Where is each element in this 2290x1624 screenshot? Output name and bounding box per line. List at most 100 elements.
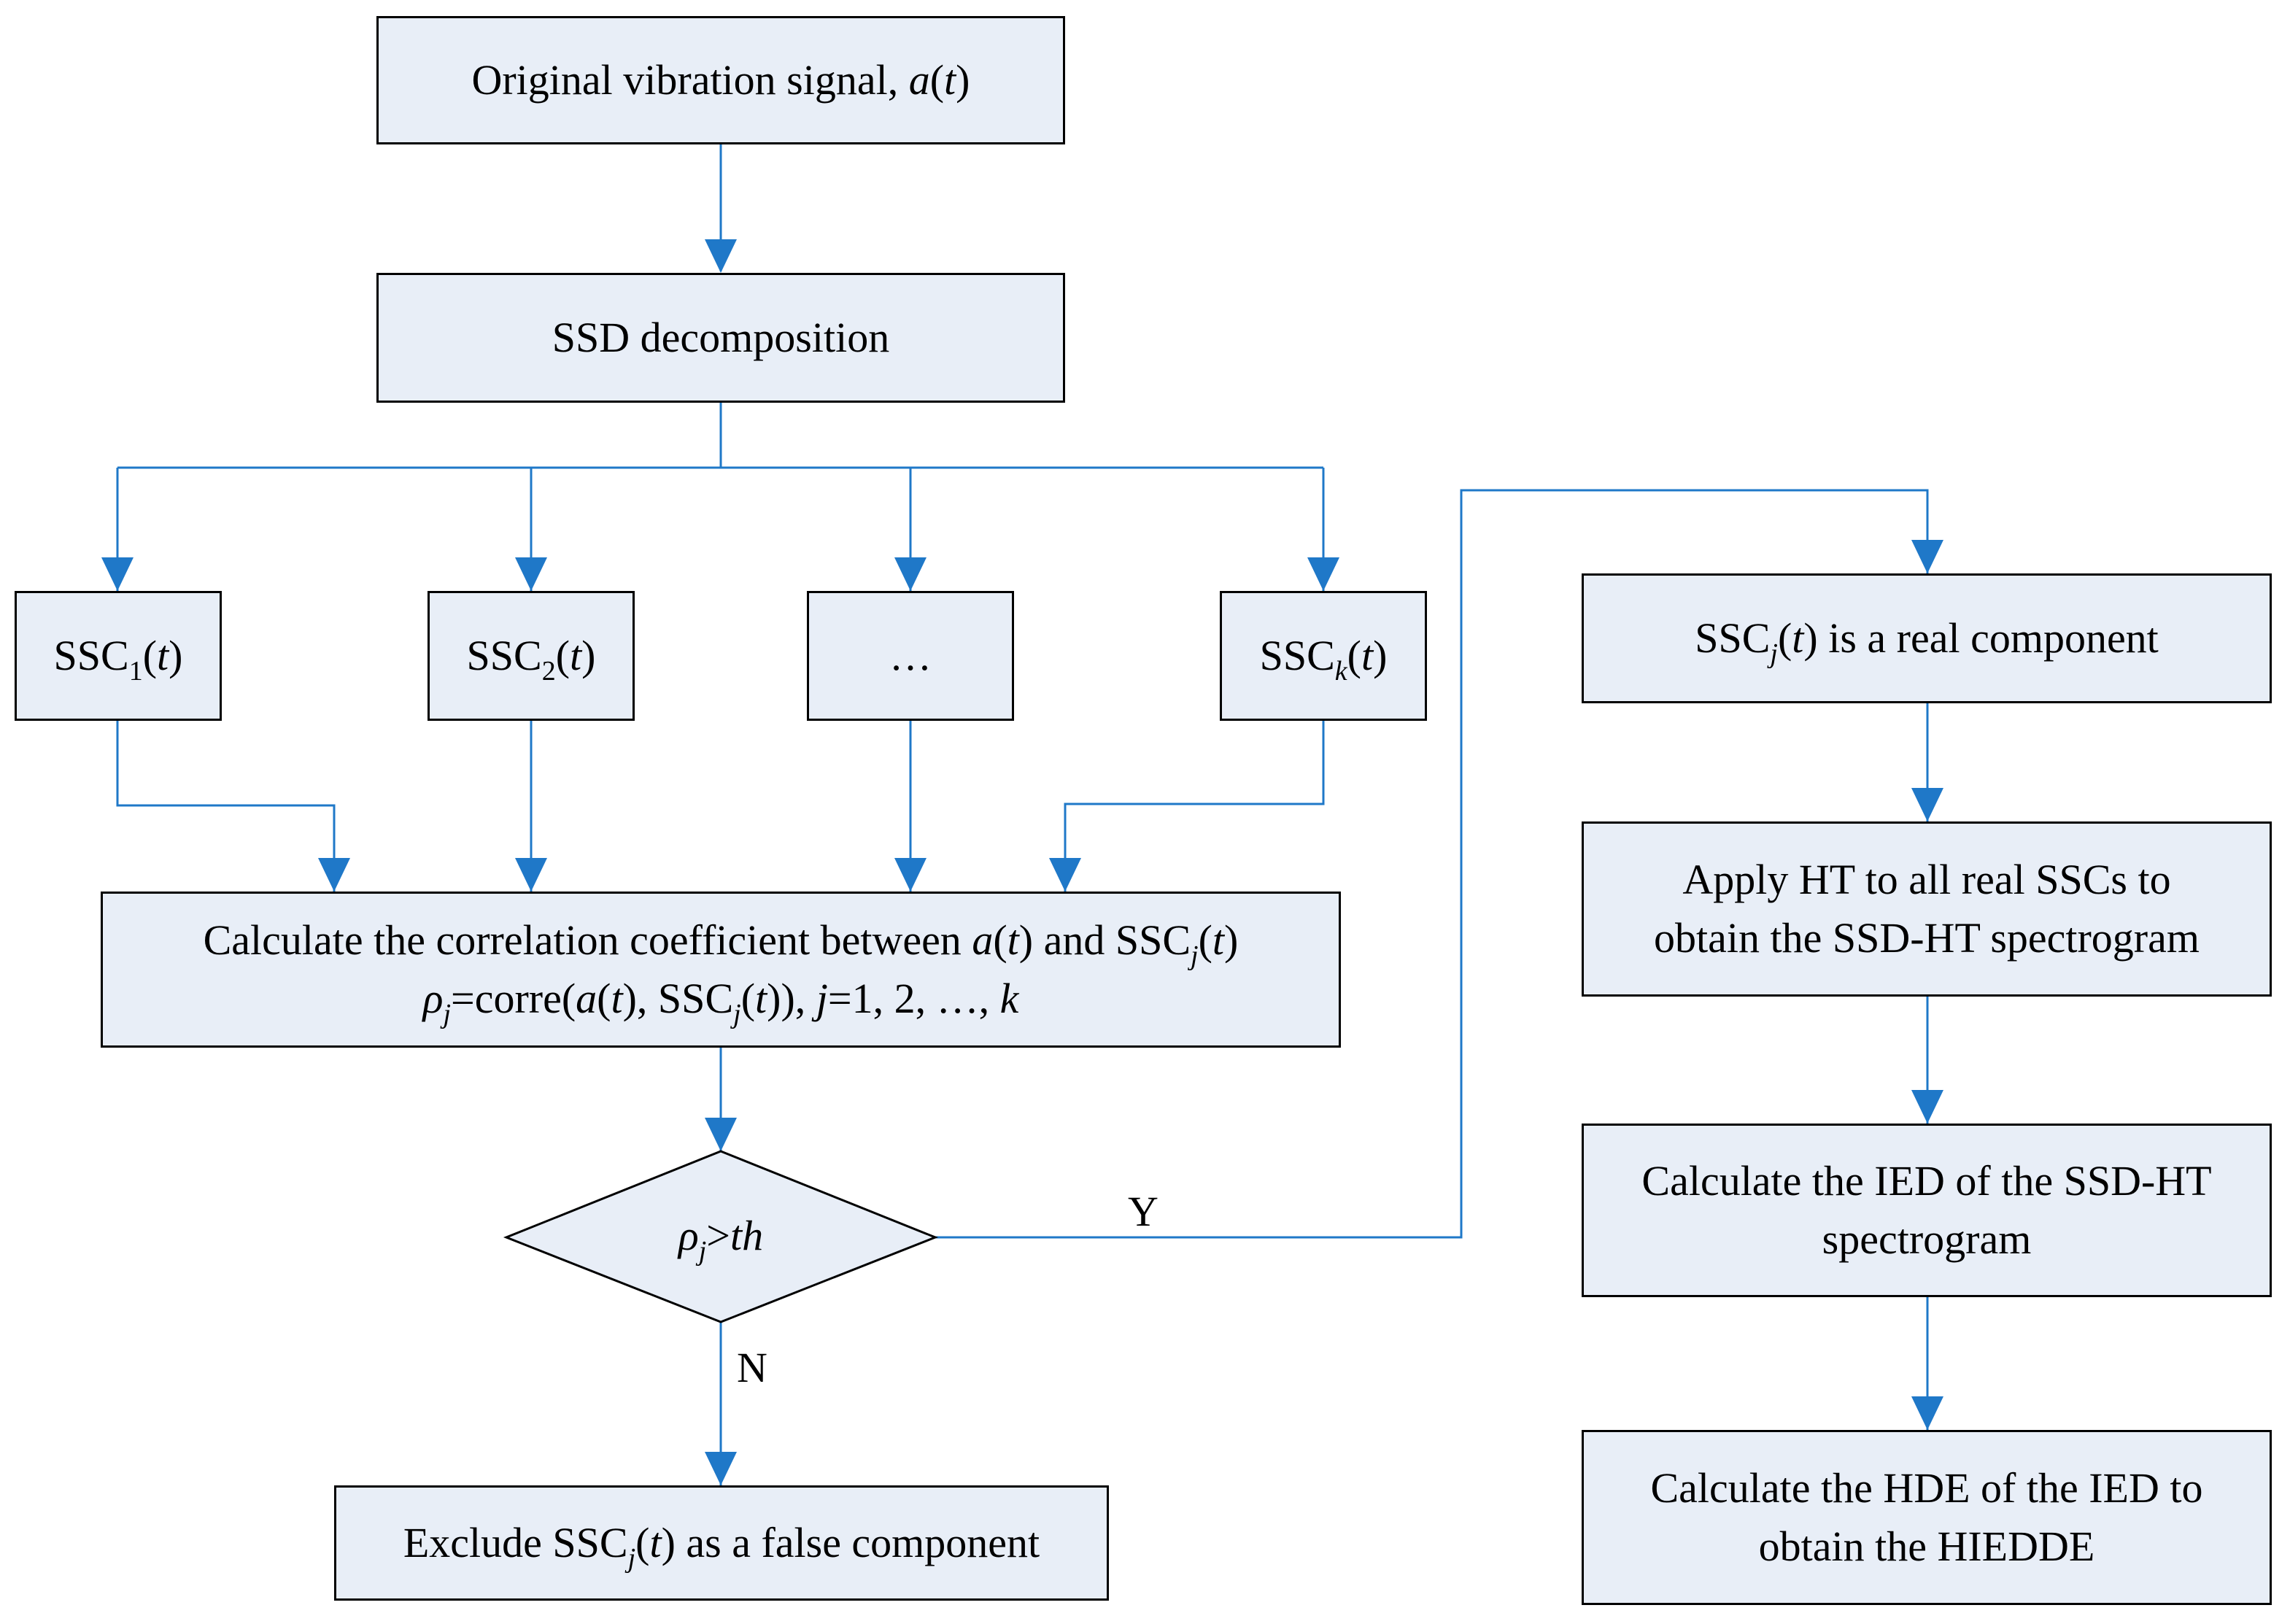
ssck-arg: t [1361, 632, 1374, 679]
ssc1-box: SSC1(t) [15, 591, 222, 721]
ssck-close: ) [1373, 632, 1388, 679]
correlation-line-2: ρj=corre(a(t), SSCj(t)), j=1, 2, …, k [204, 970, 1239, 1028]
calc-ied-box: Calculate the IED of the SSD-HT spectrog… [1582, 1124, 2272, 1297]
arrowhead-correlation-1 [318, 858, 350, 892]
ssck-name: SSC [1259, 632, 1335, 679]
ssc2-sub: 2 [541, 656, 556, 687]
correlation-line1-arg: t [1007, 916, 1019, 964]
original-signal-close: ) [956, 56, 970, 104]
real-component-suffix: ) is a real component [1803, 614, 2159, 662]
correlation-line1-open: ( [993, 916, 1007, 964]
decision-diamond [503, 1150, 939, 1323]
arrow-decision-yes-to-real [935, 489, 1929, 1239]
ssc1-sub: 1 [128, 656, 143, 687]
arrowhead-ssck [1307, 557, 1339, 591]
ssc2-name: SSC [466, 632, 542, 679]
correlation-line2-k: k [999, 975, 1019, 1022]
real-component-box: SSCj(t) is a real component [1582, 573, 2272, 703]
ssc2-box: SSC2(t) [428, 591, 635, 721]
correlation-line2-rho: ρ [422, 975, 444, 1022]
ellipsis-label: … [889, 632, 932, 679]
yes-label: Y [1128, 1188, 1158, 1235]
ssck-box: SSCk(t) [1220, 591, 1427, 721]
arrowhead-correlation-4 [1049, 858, 1081, 892]
correlation-line2-arg: t [611, 975, 623, 1022]
correlation-line1-var: a [972, 916, 994, 964]
decision-sub: j [698, 1236, 707, 1267]
exclude-sub: j [627, 1543, 636, 1574]
ssck-sub: k [1334, 656, 1347, 687]
ssc1-name: SSC [53, 632, 129, 679]
ssc1-text: SSC1(t) [54, 627, 183, 685]
decision-text: ρj>th [613, 1212, 829, 1266]
correlation-line2-arg2: t [755, 975, 767, 1022]
ssc1-open: ( [142, 632, 158, 679]
correlation-line1-mid: ) and SSC [1018, 916, 1191, 964]
correlation-line2-rho-sub: j [443, 999, 452, 1029]
ssc2-arg: t [570, 632, 582, 679]
original-signal-arg: t [944, 56, 956, 104]
correlation-line2-open: ( [597, 975, 611, 1022]
decision-th: th [730, 1212, 764, 1259]
ssck-text: SSCk(t) [1260, 627, 1388, 685]
calc-hde-line-1: Calculate the HDE of the IED to [1650, 1464, 2203, 1512]
decision-op: > [706, 1212, 730, 1259]
original-signal-open: ( [929, 56, 945, 104]
real-component-text: SSCj(t) is a real component [1695, 609, 2159, 668]
real-component-open: ( [1777, 614, 1792, 662]
calc-ied-text: Calculate the IED of the SSD-HT spectrog… [1641, 1152, 2211, 1269]
ssc2-open: ( [555, 632, 570, 679]
exclude-text: Exclude SSCj(t) as a false component [403, 1514, 1040, 1572]
arrowhead-hde [1911, 1396, 1943, 1430]
original-signal-label: Original vibration signal, [471, 56, 909, 104]
exclude-open: ( [635, 1519, 650, 1566]
ssd-decomposition-box: SSD decomposition [376, 273, 1065, 403]
correlation-line1-close: ) [1224, 916, 1239, 964]
correlation-line1-arg2: t [1212, 916, 1225, 964]
arrow-ssck-to-correlation [1064, 721, 1325, 892]
correlation-line2-eq: =corre( [451, 975, 576, 1022]
correlation-text: Calculate the correlation coefficient be… [204, 911, 1239, 1028]
correlation-line-1: Calculate the correlation coefficient be… [204, 911, 1239, 970]
apply-ht-line-2: obtain the SSD-HT spectrogram [1654, 914, 2200, 962]
branch-line-ssd [117, 403, 1323, 469]
correlation-line2-j: j [816, 975, 828, 1022]
arrowhead-correlation-3 [894, 858, 927, 892]
exclude-box: Exclude SSCj(t) as a false component [334, 1485, 1109, 1601]
correlation-line2-close: )), [767, 975, 816, 1022]
real-component-prefix: SSC [1695, 614, 1771, 662]
calc-ied-line-1: Calculate the IED of the SSD-HT [1641, 1157, 2212, 1205]
original-signal-box: Original vibration signal, a(t) [376, 16, 1065, 144]
ssd-decomposition-label: SSD decomposition [552, 314, 890, 361]
arrowhead-correlation-2 [515, 858, 547, 892]
ssc2-close: ) [581, 632, 596, 679]
arrowhead-ssc1 [101, 557, 134, 591]
correlation-line2-sub: j [733, 999, 741, 1029]
correlation-line1-open2: ( [1198, 916, 1212, 964]
exclude-arg: t [649, 1519, 662, 1566]
exclude-prefix: Exclude SSC [403, 1519, 628, 1566]
apply-ht-text: Apply HT to all real SSCs to obtain the … [1654, 851, 2200, 967]
correlation-line1-prefix: Calculate the correlation coefficient be… [203, 916, 972, 964]
calc-ied-line-2: spectrogram [1822, 1215, 2032, 1263]
ssc2-text: SSC2(t) [467, 627, 596, 685]
apply-ht-box: Apply HT to all real SSCs to obtain the … [1582, 821, 2272, 997]
correlation-line2-var: a [576, 975, 597, 1022]
ssc1-close: ) [169, 632, 183, 679]
arrowhead-ssd [705, 239, 737, 273]
arrow-ssc1-to-correlation [116, 721, 336, 892]
original-signal-text: Original vibration signal, a(t) [471, 51, 970, 109]
correlation-line1-sub: j [1191, 940, 1199, 971]
arrowhead-ssc2 [515, 557, 547, 591]
no-label: N [737, 1344, 767, 1391]
correlation-line2-open2: ( [740, 975, 756, 1022]
apply-ht-line-1: Apply HT to all real SSCs to [1682, 856, 2171, 903]
arrowhead-ellipsis [894, 557, 927, 591]
correlation-line2-range: =1, 2, …, [827, 975, 1000, 1022]
ellipsis-box: … [807, 591, 1014, 721]
calc-hde-line-2: obtain the HIEDDE [1758, 1523, 2095, 1570]
calc-hde-text: Calculate the HDE of the IED to obtain t… [1651, 1459, 2203, 1576]
correlation-box: Calculate the correlation coefficient be… [101, 892, 1341, 1048]
